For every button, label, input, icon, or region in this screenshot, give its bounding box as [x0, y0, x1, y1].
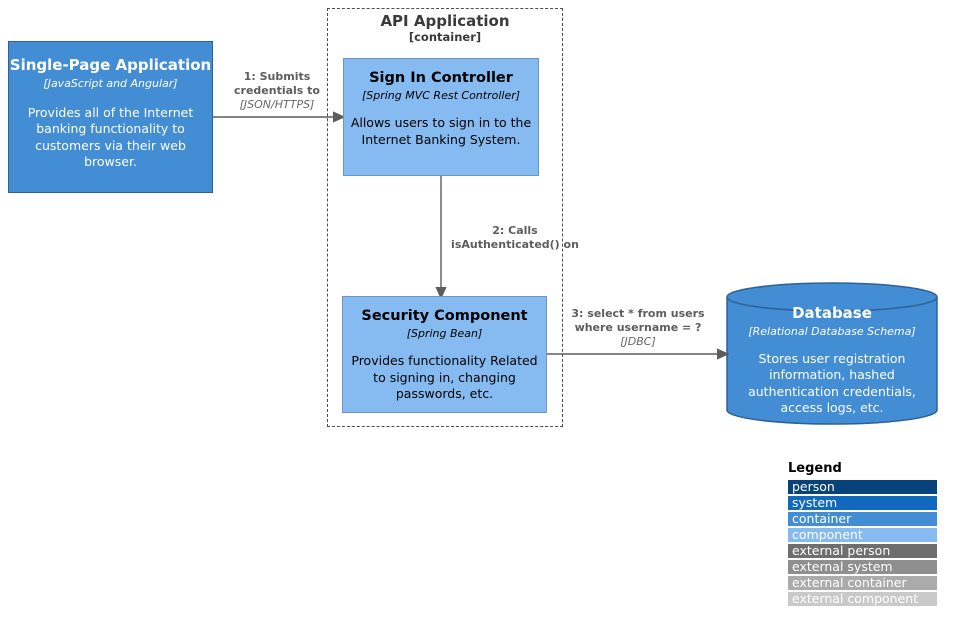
- boundary-type: [container]: [408, 29, 482, 44]
- sign-in-controller-node: Sign In Controller [Spring MVC Rest Cont…: [343, 58, 539, 176]
- relationship-3-technology: [JDBC]: [620, 334, 656, 348]
- legend-title: Legend: [788, 461, 842, 476]
- boundary-title: API Application: [380, 12, 510, 30]
- legend-item-external-component: external component: [788, 592, 937, 607]
- security-component-node: Security Component [Spring Bean] Provide…: [342, 296, 547, 413]
- database-node: Database [Relational Database Schema] St…: [727, 304, 937, 416]
- database-technology: [Relational Database Schema]: [748, 324, 916, 338]
- legend-item-external-person: external person: [788, 544, 937, 559]
- relationship-1-technology: [JSON/HTTPS]: [239, 97, 315, 111]
- api-application-boundary: API Application [container]: [327, 8, 563, 427]
- legend-item-external-container: external container: [788, 576, 937, 591]
- legend-item-external-system: external system: [788, 560, 937, 575]
- legend: Legend person system container component…: [788, 461, 937, 608]
- sign-in-controller-technology: [Spring MVC Rest Controller]: [361, 89, 521, 103]
- spa-description: Provides all of the Internet banking fun…: [27, 105, 194, 169]
- sign-in-controller-description: Allows users to sign in to the Internet …: [350, 115, 532, 147]
- relationship-2-text: 2: Calls isAuthenticated() on: [451, 224, 579, 251]
- legend-item-component: component: [788, 528, 937, 543]
- relationship-2-label: 2: Calls isAuthenticated() on: [440, 224, 590, 252]
- sign-in-controller-title: Sign In Controller: [369, 70, 513, 86]
- spa-title: Single-Page Application: [9, 56, 212, 74]
- legend-item-system: system: [788, 496, 937, 511]
- spa-technology: [JavaScript and Angular]: [43, 76, 178, 90]
- legend-item-container: container: [788, 512, 937, 527]
- spa-node: Single-Page Application [JavaScript and …: [8, 41, 213, 193]
- relationship-3-label: 3: select * from users where username = …: [557, 307, 719, 349]
- security-component-description: Provides functionality Related to signin…: [351, 353, 538, 401]
- security-component-technology: [Spring Bean]: [406, 327, 483, 341]
- database-title: Database: [792, 304, 872, 322]
- database-description: Stores user registration information, ha…: [748, 351, 916, 415]
- security-component-title: Security Component: [361, 308, 528, 324]
- relationship-1-label: 1: Submits credentials to [JSON/HTTPS]: [217, 70, 337, 112]
- relationship-1-text: 1: Submits credentials to: [234, 70, 320, 97]
- relationship-3-text: 3: select * from users where username = …: [571, 307, 705, 334]
- legend-item-person: person: [788, 480, 937, 495]
